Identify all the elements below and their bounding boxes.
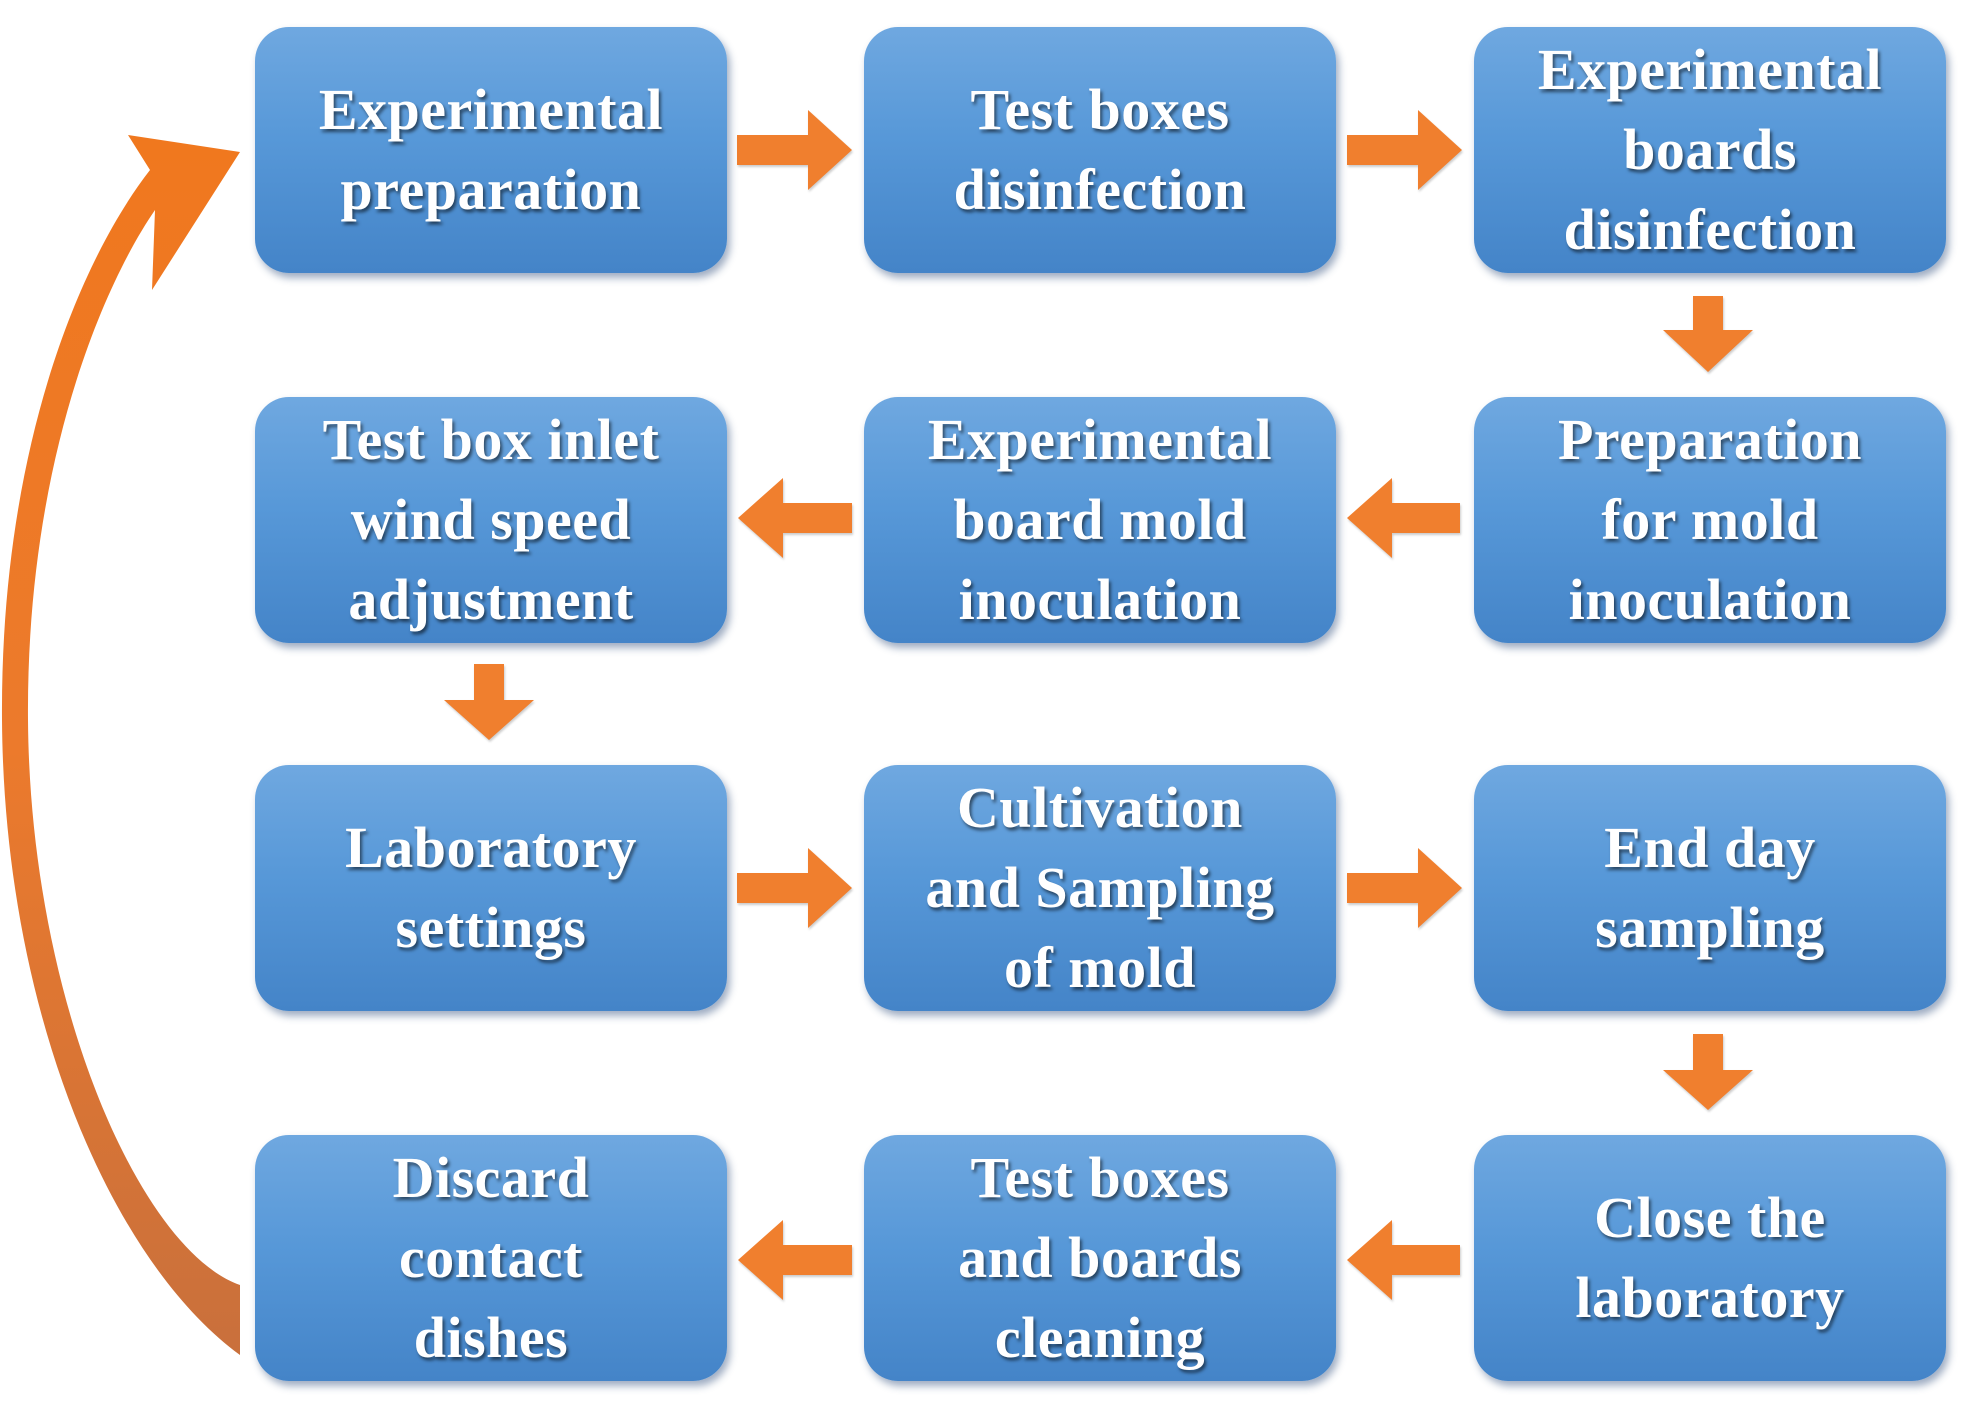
arrow-down-1 <box>1663 296 1753 372</box>
step-close-the-laboratory: Close the laboratory <box>1474 1135 1946 1381</box>
step-label: Experimental boards disinfection <box>1537 37 1883 262</box>
step-test-box-inlet-wind-speed-adjustment: Test box inlet wind speed adjustment <box>255 397 727 643</box>
step-discard-contact-dishes: Discard contact dishes <box>255 1135 727 1381</box>
step-cultivation-and-sampling-of-mold: Cultivation and Sampling of mold <box>864 765 1336 1011</box>
step-label: Discard contact dishes <box>392 1145 590 1370</box>
arrow-left-3 <box>1347 1220 1460 1300</box>
arrow-left-2 <box>738 478 852 558</box>
step-test-boxes-disinfection: Test boxes disinfection <box>864 27 1336 273</box>
arrow-left-1 <box>1347 478 1460 558</box>
step-end-day-sampling: End day sampling <box>1474 765 1946 1011</box>
arrow-down-3 <box>1663 1034 1753 1110</box>
step-label: End day sampling <box>1595 815 1825 960</box>
step-label: Cultivation and Sampling of mold <box>925 775 1275 1000</box>
arrow-down-2 <box>444 664 534 740</box>
loop-back-arrow <box>1 135 240 1355</box>
arrow-right-1 <box>737 110 852 190</box>
step-label: Test boxes disinfection <box>953 77 1247 222</box>
step-preparation-for-mold-inoculation: Preparation for mold inoculation <box>1474 397 1946 643</box>
step-label: Preparation for mold inoculation <box>1557 407 1863 632</box>
step-experimental-board-mold-inoculation: Experimental board mold inoculation <box>864 397 1336 643</box>
step-label: Laboratory settings <box>345 815 637 960</box>
step-laboratory-settings: Laboratory settings <box>255 765 727 1011</box>
step-experimental-boards-disinfection: Experimental boards disinfection <box>1474 27 1946 273</box>
step-label: Experimental board mold inoculation <box>927 407 1273 632</box>
step-label: Test box inlet wind speed adjustment <box>322 407 660 632</box>
arrow-left-4 <box>738 1220 852 1300</box>
arrow-right-2 <box>1347 110 1462 190</box>
arrow-right-3 <box>737 848 852 928</box>
step-label: Test boxes and boards cleaning <box>958 1145 1242 1370</box>
step-label: Experimental preparation <box>318 77 664 222</box>
step-test-boxes-and-boards-cleaning: Test boxes and boards cleaning <box>864 1135 1336 1381</box>
arrow-right-4 <box>1347 848 1462 928</box>
step-experimental-preparation: Experimental preparation <box>255 27 727 273</box>
step-label: Close the laboratory <box>1575 1185 1845 1330</box>
